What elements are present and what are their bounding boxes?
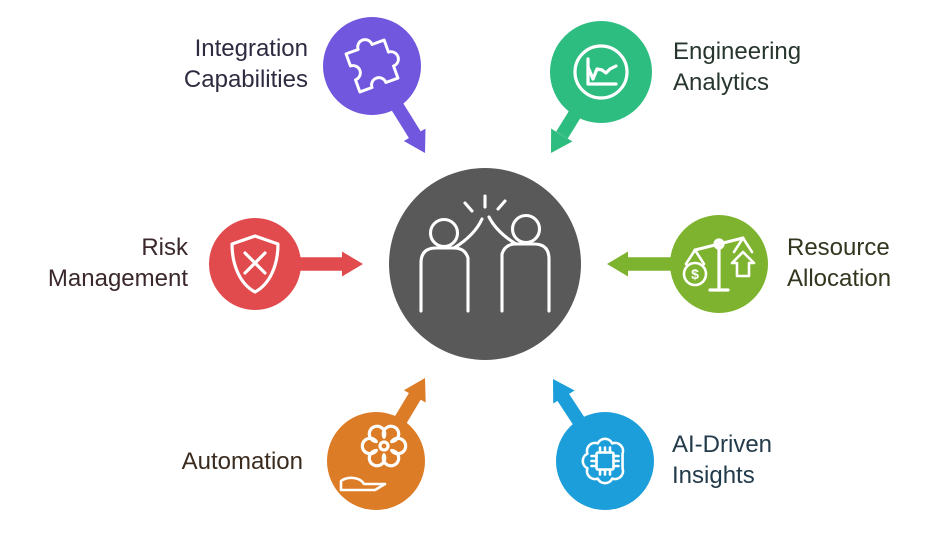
label-ai-driven-insights: AI-Driven Insights — [672, 429, 852, 491]
ai-circle — [556, 412, 654, 510]
label-line: Management — [47, 265, 188, 292]
label-risk-management: Risk Management — [28, 232, 188, 294]
line-chart-icon — [573, 44, 629, 100]
label-integration-capabilities: Integration Capabilities — [100, 33, 308, 95]
label-line: Analytics — [673, 69, 770, 96]
label-line: AI-Driven — [672, 431, 773, 458]
label-line: Allocation — [787, 265, 892, 292]
balance-scale-icon: $ — [682, 236, 756, 292]
label-line: Capabilities — [183, 66, 308, 93]
dollar-glyph: $ — [691, 266, 699, 282]
brain-chip-icon — [581, 437, 625, 485]
node-automation — [327, 378, 426, 510]
puzzle-piece-icon — [344, 38, 400, 94]
label-resource-allocation: Resource Allocation — [787, 232, 947, 294]
arrow-head — [551, 128, 573, 153]
node-engineering-analytics — [550, 21, 652, 153]
center-hub — [389, 168, 581, 360]
gear-hand-icon — [339, 424, 408, 492]
arrow-head — [553, 379, 575, 404]
arrow-head — [403, 128, 426, 153]
label-engineering-analytics: Engineering Analytics — [673, 36, 883, 98]
label-automation: Automation — [103, 446, 303, 477]
node-resource-allocation: $ — [607, 215, 768, 313]
label-line: Engineering — [673, 38, 802, 65]
node-risk-management — [209, 218, 363, 310]
node-ai-driven-insights — [553, 379, 654, 510]
arrow-head — [342, 251, 363, 277]
analytics-circle — [550, 21, 652, 123]
high-five-people-icon — [419, 194, 551, 313]
label-line: Resource — [787, 234, 890, 261]
label-line: Automation — [181, 448, 303, 475]
label-line: Risk — [141, 234, 188, 261]
shield-x-icon — [230, 234, 280, 294]
arrow-head — [607, 251, 628, 277]
integration-circle — [323, 17, 421, 115]
arrow-head — [403, 378, 426, 403]
automation-circle — [327, 412, 425, 510]
node-integration-capabilities — [323, 17, 426, 153]
label-line: Integration — [194, 35, 308, 62]
label-line: Insights — [672, 462, 755, 489]
